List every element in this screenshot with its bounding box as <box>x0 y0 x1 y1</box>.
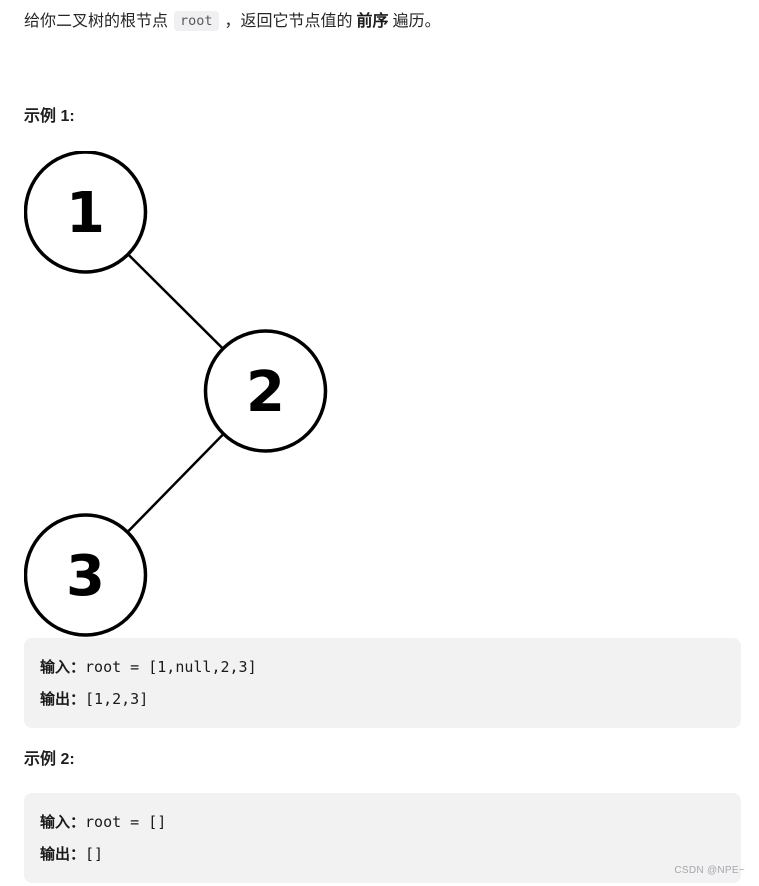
problem-description: 给你二叉树的根节点 root ，返回它节点值的前序遍历。 <box>24 10 735 33</box>
tree-node-2: 2 <box>203 329 328 453</box>
input-label: 输入： <box>40 813 86 831</box>
tree-node-1: 1 <box>24 151 148 274</box>
input-value: root = [1,null,2,3] <box>85 658 257 676</box>
example2-output-line: 输出：[] <box>40 838 725 870</box>
example1-heading: 示例 1: <box>24 108 75 125</box>
tree-node-1-circle <box>24 151 148 274</box>
tree-node-3-label: 3 <box>66 544 105 609</box>
description-prefix: 给你二叉树的根节点 <box>24 13 169 30</box>
example1-io-block: 输入：root = [1,null,2,3] 输出：[1,2,3] <box>24 638 741 728</box>
tree-node-3-circle <box>24 513 148 637</box>
inline-code-root: root <box>174 11 219 31</box>
description-middle: ，返回它节点值的 <box>224 13 353 30</box>
input-label: 输入： <box>40 658 86 676</box>
tree-node-2-circle <box>203 329 328 453</box>
input-value: root = [] <box>85 813 167 831</box>
example2-heading: 示例 2: <box>24 751 75 768</box>
tree-node-1-label: 1 <box>66 181 105 246</box>
example1-input-line: 输入：root = [1,null,2,3] <box>40 651 725 683</box>
description-suffix: 遍历。 <box>392 13 441 30</box>
tree-node-2-label: 2 <box>246 360 285 425</box>
example2-io-block: 输入：root = [] 输出：[] <box>24 793 741 883</box>
bold-term-preorder: 前序 <box>356 13 389 30</box>
output-value: [] <box>85 845 104 863</box>
watermark: CSDN @NPE~ <box>674 865 745 876</box>
example1-output-line: 输出：[1,2,3] <box>40 683 725 715</box>
output-value: [1,2,3] <box>85 690 149 708</box>
tree-node-3: 3 <box>24 513 148 637</box>
binary-tree-diagram: 1 2 3 <box>24 151 328 637</box>
example2-input-line: 输入：root = [] <box>40 806 725 838</box>
output-label: 输出： <box>40 845 86 863</box>
output-label: 输出： <box>40 690 86 708</box>
